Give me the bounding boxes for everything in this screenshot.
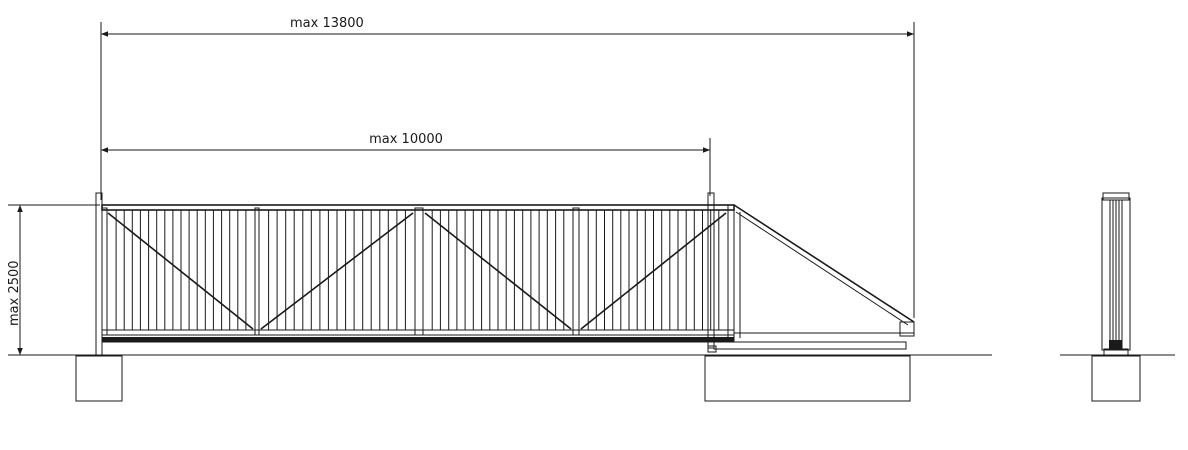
tail-inner-diagonal: [735, 211, 909, 326]
side-top-cap: [1102, 192, 1130, 201]
post-right: [707, 192, 715, 349]
brace-panel-3: [424, 212, 572, 330]
gate-bottom-beam: [102, 337, 734, 342]
gate-frame-divider-1: [254, 207, 260, 336]
gate-leaf: [101, 204, 735, 343]
tail-top-diagonal: [733, 204, 915, 323]
gate-pickets: [115, 210, 720, 330]
brace-panel-2: [260, 212, 414, 330]
dimension-total-width: max 13800: [100, 16, 915, 318]
tail-bottom-beam: [713, 341, 907, 350]
gate-frame-divider-2: [414, 207, 424, 336]
tail-end-cap: [899, 321, 915, 337]
dimension-label-total: max 13800: [290, 16, 364, 31]
brace-panel-4: [580, 212, 727, 330]
post-left: [95, 192, 103, 356]
foundation-right: [704, 355, 911, 402]
dimension-label-opening: max 10000: [369, 132, 443, 147]
gate-frame-right: [727, 204, 735, 343]
foundation-left: [75, 355, 123, 402]
gate-side-view: [1101, 192, 1131, 356]
roller-carriage-right: [707, 345, 717, 353]
side-roller-unit: [1109, 340, 1122, 349]
counterbalance-tail: [707, 204, 915, 353]
dimension-label-height: max 2500: [7, 260, 22, 326]
dimension-opening-width: max 10000: [101, 132, 711, 196]
gate-frame-divider-3: [572, 207, 580, 336]
gate-bottom-rail: [101, 329, 735, 336]
brace-panel-1: [107, 212, 254, 330]
side-base-plate: [1103, 348, 1129, 356]
dimension-height: max 2500: [7, 204, 100, 356]
foundation-side-view: [1091, 355, 1141, 402]
gate-frame-left: [101, 207, 108, 336]
